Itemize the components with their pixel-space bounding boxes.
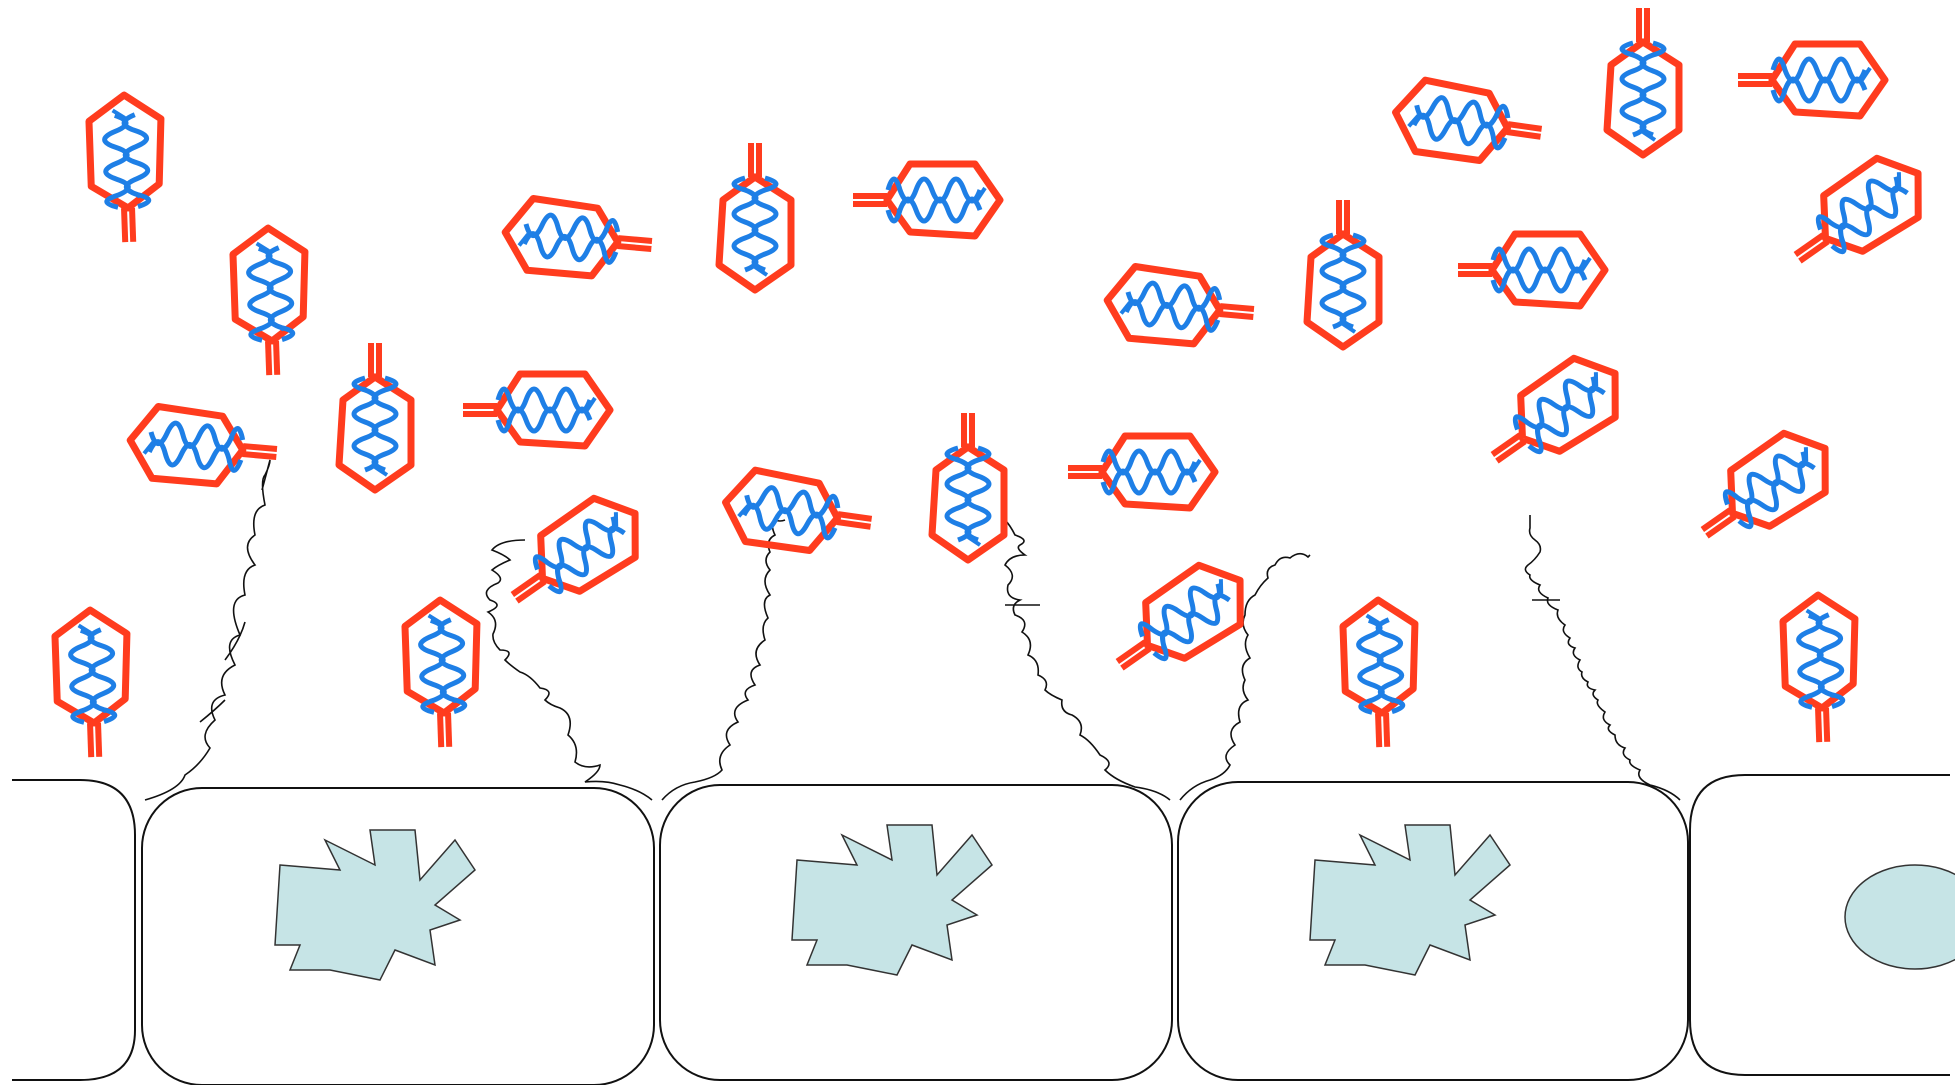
virus-particle: [721, 467, 877, 559]
virus-particle: [1738, 44, 1885, 116]
virus-particle: [502, 196, 655, 281]
virus-particle: [1068, 436, 1215, 508]
virus-particle: [232, 227, 309, 376]
membrane-ruffle: [199, 621, 246, 723]
virus-particle: [1684, 419, 1846, 562]
virus-particle: [1777, 144, 1939, 287]
virus-particle: [1607, 8, 1679, 155]
virus-particle-attached: [404, 599, 481, 748]
virus-particle: [1391, 77, 1547, 169]
virus-particle: [1099, 551, 1261, 694]
virus-particle: [719, 143, 791, 290]
virus-particle: [1458, 234, 1605, 306]
cell-layer: [12, 774, 1950, 1085]
membrane-ruffle: [485, 539, 653, 801]
cell-outline-1: [141, 787, 655, 1085]
virus-particle: [853, 164, 1000, 236]
membrane-ruffles: [144, 459, 1681, 801]
cell-outline-right: [1689, 774, 1950, 1076]
membrane-ruffle: [1524, 515, 1681, 801]
nuclei: [274, 824, 1955, 981]
membrane-ruffle: [1003, 519, 1171, 801]
virus-particle-attached: [1342, 599, 1419, 748]
virus-particle: [494, 484, 656, 627]
membrane-ruffle: [661, 519, 786, 801]
virus-particle: [339, 343, 411, 490]
cell-outline-2: [659, 784, 1173, 1081]
virus-particle: [1104, 264, 1257, 349]
nucleus: [1844, 864, 1955, 970]
nucleus: [791, 824, 993, 976]
membrane-ruffle: [1179, 552, 1311, 801]
membrane-ruffle: [144, 459, 271, 801]
virus-particle: [1307, 200, 1379, 347]
virus-particle: [932, 413, 1004, 560]
viruses: [54, 8, 1939, 758]
cell-outline-left: [12, 779, 136, 1081]
virus-particle: [1474, 344, 1636, 487]
cell-outline-3: [1177, 781, 1689, 1081]
virus-particle: [463, 374, 610, 446]
nucleus: [274, 829, 476, 981]
virus-particle-attached: [54, 609, 131, 758]
virus-particle: [88, 94, 165, 243]
virus-particle: [127, 404, 280, 489]
virus-particle-attached: [1782, 594, 1859, 743]
nucleus: [1309, 824, 1511, 976]
